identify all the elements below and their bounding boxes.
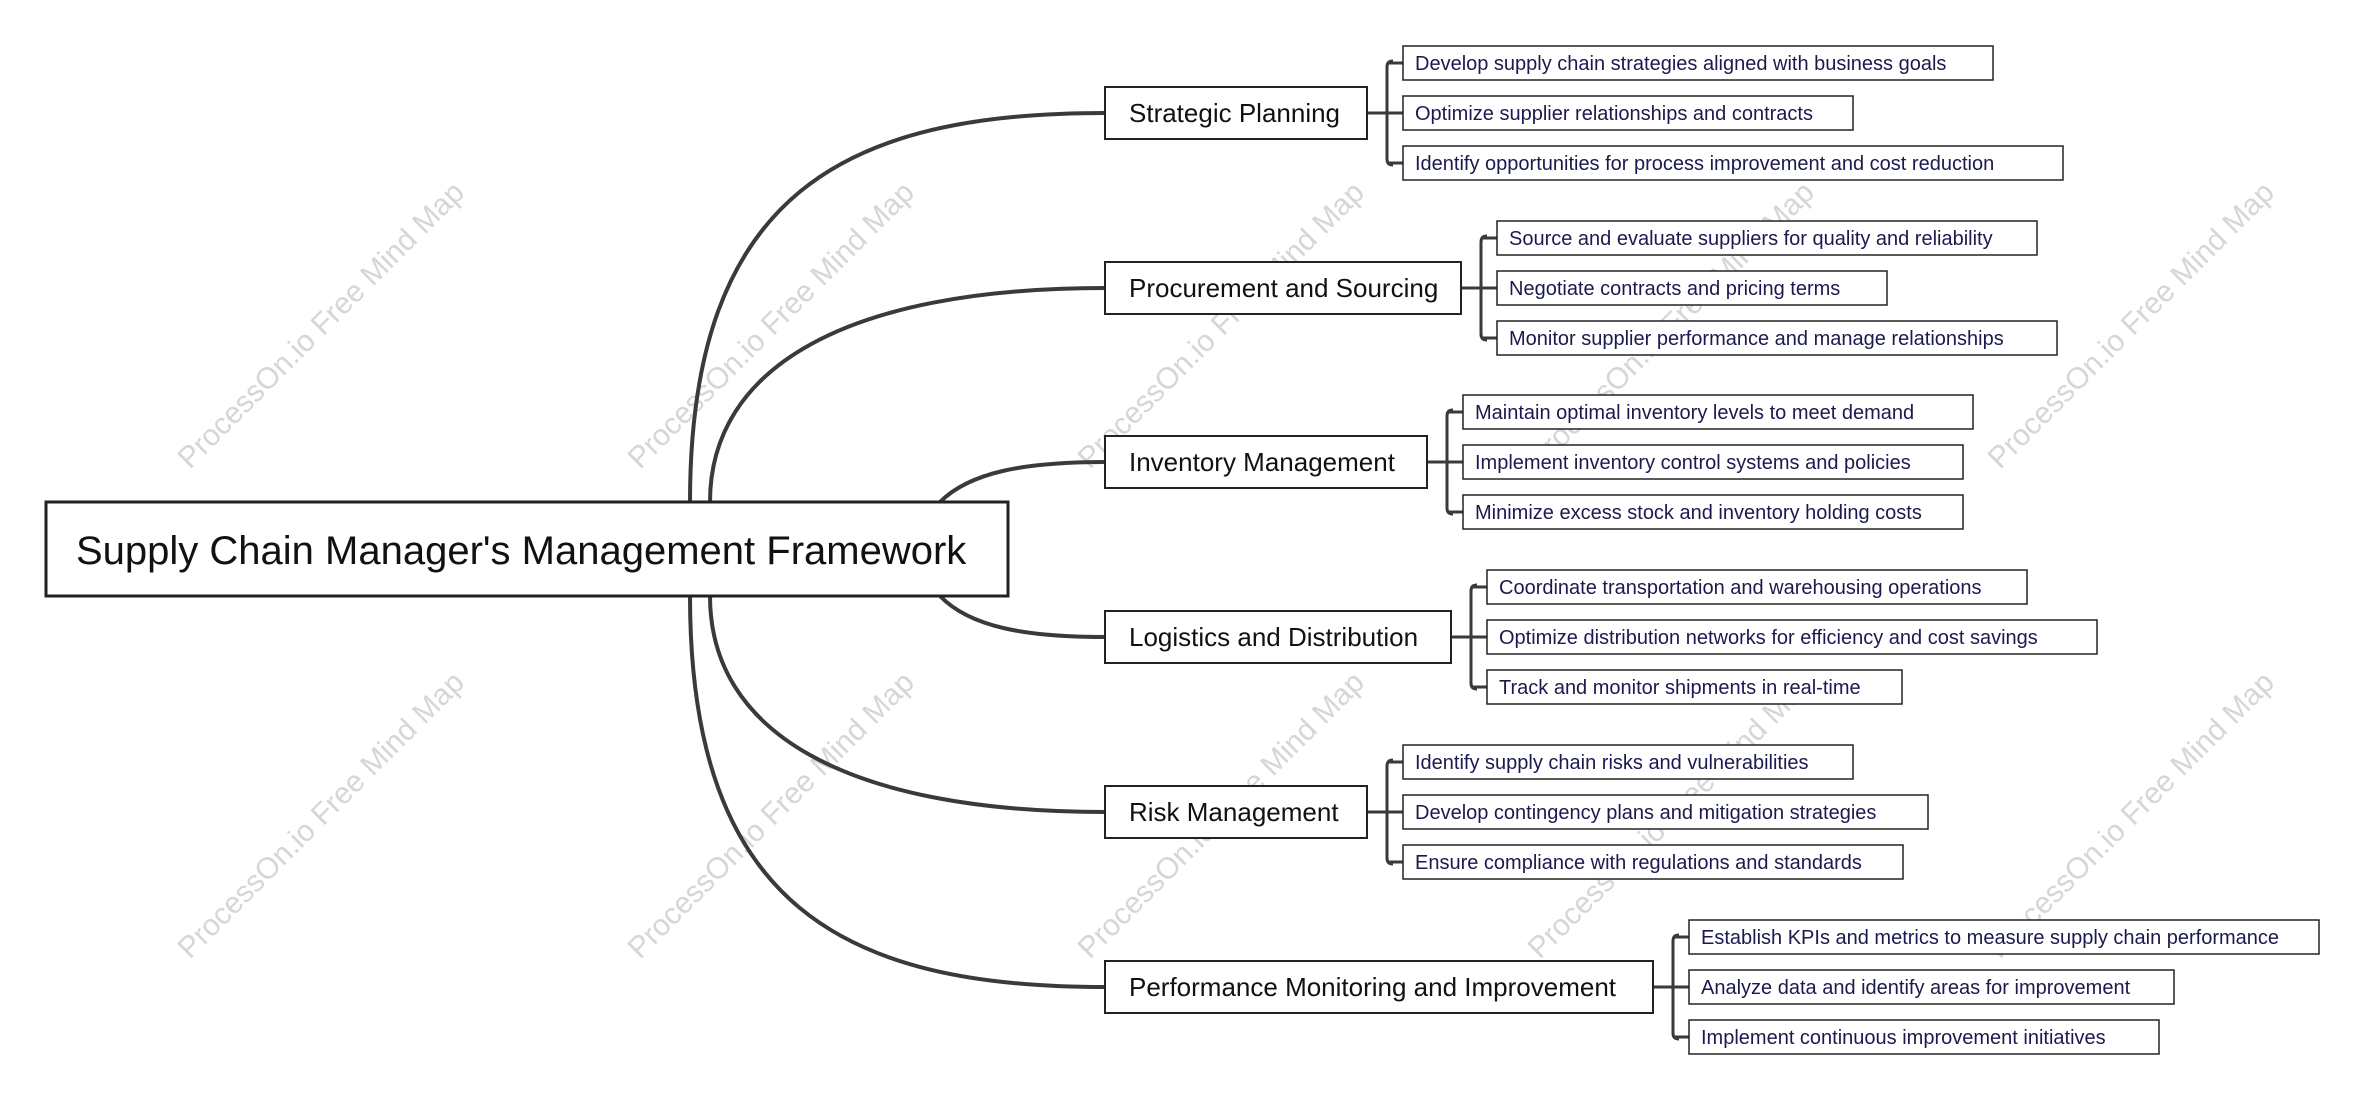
leaf-node-label: Develop supply chain strategies aligned …: [1415, 53, 1946, 75]
leaf-node-box: [1462, 494, 1964, 530]
leaf-node-box: [1402, 95, 1854, 131]
leaf-node-label: Implement continuous improvement initiat…: [1701, 1027, 2106, 1049]
leaf-node[interactable]: Coordinate transportation and warehousin…: [1486, 569, 2028, 605]
branch-node[interactable]: Performance Monitoring and Improvement: [1104, 960, 1654, 1014]
leaf-node-box: [1688, 919, 2320, 955]
branch-node-box: [1104, 435, 1428, 489]
leaf-node-label: Identify supply chain risks and vulnerab…: [1415, 752, 1809, 774]
root-to-branch-connector: [708, 595, 1106, 814]
leaf-node-box: [1688, 1019, 2160, 1055]
leaf-node-label: Optimize supplier relationships and cont…: [1415, 103, 1813, 125]
branch-node-box: [1104, 86, 1368, 140]
leaf-node[interactable]: Analyze data and identify areas for impr…: [1688, 969, 2175, 1005]
leaf-node-label: Coordinate transportation and warehousin…: [1499, 577, 1982, 599]
leaf-node-box: [1402, 794, 1929, 830]
root-to-branch-connector: [938, 594, 1106, 639]
leaf-node-label: Analyze data and identify areas for impr…: [1701, 977, 2131, 999]
root-node-label: Supply Chain Manager's Management Framew…: [76, 529, 967, 573]
branch-node-label: Risk Management: [1129, 797, 1339, 827]
leaf-node[interactable]: Track and monitor shipments in real-time: [1486, 669, 1903, 705]
branch-node-layer: Strategic Planning Develop supply chain s…: [1104, 45, 2320, 1055]
branch-node[interactable]: Risk Management: [1104, 785, 1368, 839]
leaf-node[interactable]: Identify supply chain risks and vulnerab…: [1402, 744, 1854, 780]
leaf-node-box: [1402, 45, 1994, 81]
watermark-text: ProcessOn.io Free Mind Map: [172, 666, 471, 965]
leaf-node-box: [1496, 270, 1888, 306]
leaf-node-label: Ensure compliance with regulations and s…: [1415, 852, 1862, 874]
leaf-node-box: [1462, 394, 1974, 430]
leaf-node[interactable]: Monitor supplier performance and manage …: [1496, 320, 2058, 356]
root-to-branch-connector: [708, 286, 1106, 503]
leaf-node-label: Establish KPIs and metrics to measure su…: [1701, 927, 2279, 949]
leaf-node-label: Maintain optimal inventory levels to mee…: [1475, 402, 1914, 424]
leaf-node[interactable]: Implement inventory control systems and …: [1462, 444, 1964, 480]
leaf-node-box: [1402, 844, 1904, 880]
leaf-node-box: [1486, 669, 1903, 705]
connector-layer: [688, 59, 1689, 1041]
leaf-node-label: Optimize distribution networks for effic…: [1499, 627, 2038, 649]
leaf-node[interactable]: Develop contingency plans and mitigation…: [1402, 794, 1929, 830]
root-to-branch-connector: [688, 111, 1106, 503]
branch-node-label: Procurement and Sourcing: [1129, 273, 1438, 303]
leaf-node[interactable]: Negotiate contracts and pricing terms: [1496, 270, 1888, 306]
branch-node-box: [1104, 785, 1368, 839]
leaf-node-box: [1402, 145, 2064, 181]
leaf-node-label: Minimize excess stock and inventory hold…: [1475, 502, 1922, 524]
leaf-node[interactable]: Maintain optimal inventory levels to mee…: [1462, 394, 1974, 430]
leaf-node-box: [1402, 744, 1854, 780]
leaf-node[interactable]: Ensure compliance with regulations and s…: [1402, 844, 1904, 880]
leaf-node[interactable]: Source and evaluate suppliers for qualit…: [1496, 220, 2038, 256]
leaf-node-box: [1462, 444, 1964, 480]
leaf-node[interactable]: Optimize distribution networks for effic…: [1486, 619, 2098, 655]
leaf-node[interactable]: Implement continuous improvement initiat…: [1688, 1019, 2160, 1055]
branch-node[interactable]: Strategic Planning: [1104, 86, 1368, 140]
leaf-node[interactable]: Optimize supplier relationships and cont…: [1402, 95, 1854, 131]
branch-node-box: [1104, 261, 1462, 315]
branch-node-label: Performance Monitoring and Improvement: [1129, 972, 1617, 1002]
leaf-node-label: Monitor supplier performance and manage …: [1509, 328, 2004, 350]
leaf-node-box: [1688, 969, 2175, 1005]
branch-node-label: Inventory Management: [1129, 447, 1396, 477]
root-to-branch-connector: [938, 460, 1106, 504]
branch-node[interactable]: Logistics and Distribution: [1104, 610, 1452, 664]
branch-node[interactable]: Inventory Management: [1104, 435, 1428, 489]
leaf-node-label: Source and evaluate suppliers for qualit…: [1509, 228, 1993, 250]
leaf-node[interactable]: Establish KPIs and metrics to measure su…: [1688, 919, 2320, 955]
leaf-node-label: Track and monitor shipments in real-time: [1499, 677, 1861, 699]
leaf-node-box: [1496, 320, 2058, 356]
branch-node-box: [1104, 960, 1654, 1014]
branch-node[interactable]: Procurement and Sourcing: [1104, 261, 1462, 315]
root-node[interactable]: Supply Chain Manager's Management Framew…: [44, 500, 1010, 598]
branch-node-label: Logistics and Distribution: [1129, 622, 1418, 652]
leaf-node-box: [1486, 569, 2028, 605]
watermark-text: ProcessOn.io Free Mind Map: [172, 176, 471, 475]
leaf-node[interactable]: Develop supply chain strategies aligned …: [1402, 45, 1994, 81]
root-to-branch-connector: [688, 595, 1106, 989]
watermark-text: ProcessOn.io Free Mind Map: [622, 666, 921, 965]
branch-node-label: Strategic Planning: [1129, 98, 1340, 128]
leaf-node-box: [1496, 220, 2038, 256]
leaf-node-label: Identify opportunities for process impro…: [1415, 153, 1994, 175]
root-node-box: [44, 500, 1010, 598]
leaf-node-label: Develop contingency plans and mitigation…: [1415, 802, 1876, 824]
leaf-node-label: Negotiate contracts and pricing terms: [1509, 278, 1840, 300]
branch-node-box: [1104, 610, 1452, 664]
watermark-text: ProcessOn.io Free Mind Map: [1072, 176, 1371, 475]
leaf-node-label: Implement inventory control systems and …: [1475, 452, 1911, 474]
leaf-node[interactable]: Identify opportunities for process impro…: [1402, 145, 2064, 181]
leaf-node[interactable]: Minimize excess stock and inventory hold…: [1462, 494, 1964, 530]
leaf-node-box: [1486, 619, 2098, 655]
